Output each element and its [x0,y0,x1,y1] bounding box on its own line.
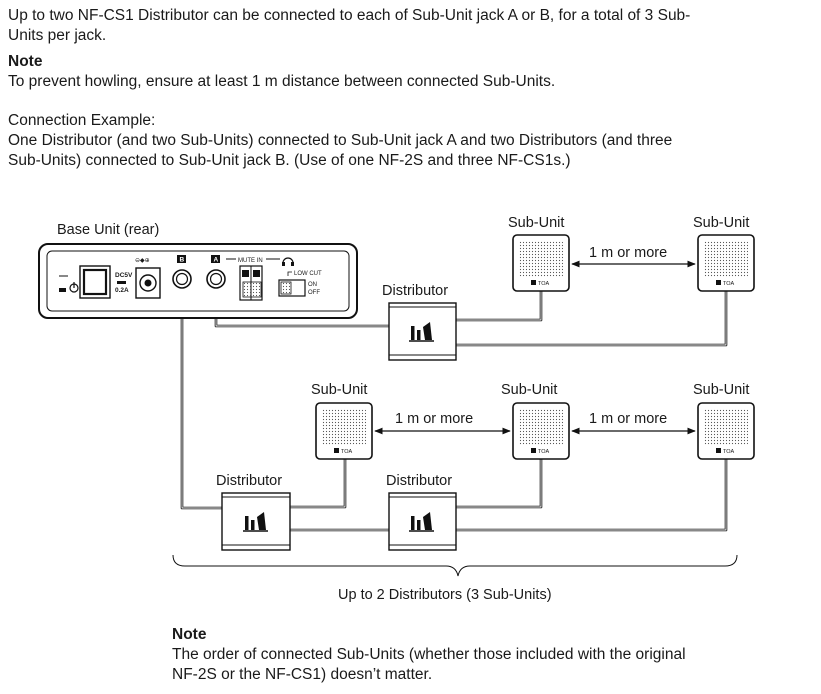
sub-unit-jack-b [172,269,192,289]
speaker-brand-3: TOA [341,449,353,455]
distributor-logo-icon [409,512,434,532]
jack-a-label: A [214,257,219,264]
example-line-1: One Distributor (and two Sub-Units) conn… [8,132,673,149]
distributor-logo-icon [243,512,268,532]
cables [180,288,728,532]
distributor-2 [221,492,291,551]
speaker-brand-1: TOA [538,281,550,287]
note-text: To prevent howling, ensure at least 1 m … [8,73,556,90]
power-icon [59,275,79,293]
intro-line-2: Units per jack. [8,27,107,44]
sub-unit-jack-a [206,269,226,289]
example-line-2: Sub-Units) connected to Sub-Unit jack B.… [8,152,571,169]
mute-in-label: MUTE IN [238,258,263,264]
speaker-brand-4: TOA [538,449,550,455]
jack-b-label: B [180,257,185,264]
example-heading: Connection Example: [8,112,156,129]
mute-in-terminal [239,265,263,301]
sub-unit-4: TOA [512,402,570,460]
bottom-note-line-2: NF-2S or the NF-CS1) doesn’t matter. [172,666,433,683]
note-heading: Note [8,53,43,70]
svg-text:⊖◆⊕: ⊖◆⊕ [135,258,150,264]
distance-arrow-3: 1 m or more [571,411,696,435]
jack-b-marker [177,255,186,263]
distance-label-2: 1 m or more [395,411,473,427]
intro-line-1: Up to two NF-CS1 Distributor can be conn… [8,7,691,24]
base-unit-label: Base Unit (rear) [57,222,159,238]
sub-unit-1: TOA [512,234,570,292]
sub-unit-label-4: Sub-Unit [501,382,557,398]
distance-label-3: 1 m or more [589,411,667,427]
sub-unit-3: TOA [315,402,373,460]
speaker-grille-icon [322,409,366,445]
speaker-grille-icon [704,241,748,277]
distributor-label-3: Distributor [386,473,452,489]
switch-on-label: ON [308,282,317,288]
distributor-label-1: Distributor [382,283,448,299]
distributor-label-2: Distributor [216,473,282,489]
speaker-brand-5: TOA [723,449,735,455]
distance-arrow-1: 1 m or more [571,245,696,268]
sub-unit-label-1: Sub-Unit [508,215,564,231]
distance-label-1: 1 m or more [589,245,667,261]
distributor-1 [388,302,457,361]
sub-unit-label-5: Sub-Unit [693,382,749,398]
distributor-3 [388,492,457,551]
distributor-logo-icon [409,322,434,342]
sub-unit-label-2: Sub-Unit [693,215,749,231]
dc-label-2: 0.2A [115,287,129,294]
speaker-grille-icon [519,241,563,277]
jack-a-marker [211,255,220,263]
distance-arrow-2: 1 m or more [374,411,511,435]
base-unit: DC5V 0.2A ⊖◆⊕ B A MUTE IN [38,243,358,319]
bracket-label: Up to 2 Distributors (3 Sub-Units) [338,587,552,603]
speaker-grille-icon [519,409,563,445]
low-cut-label: LOW CUT [294,271,322,277]
sub-unit-2: TOA [697,234,755,292]
headphone-icon [282,257,294,266]
switch-off-label: OFF [308,290,320,296]
sub-unit-label-3: Sub-Unit [311,382,367,398]
low-cut-switch [278,279,306,297]
bottom-note-heading: Note [172,626,207,643]
bottom-note-line-1: The order of connected Sub-Units (whethe… [172,646,686,663]
sub-unit-5: TOA [697,402,755,460]
dc-jack: ⊖◆⊕ [135,258,161,299]
dc-label-1: DC5V [115,272,133,279]
grouping-bracket [172,554,738,577]
speaker-grille-icon [704,409,748,445]
speaker-brand-2: TOA [723,281,735,287]
